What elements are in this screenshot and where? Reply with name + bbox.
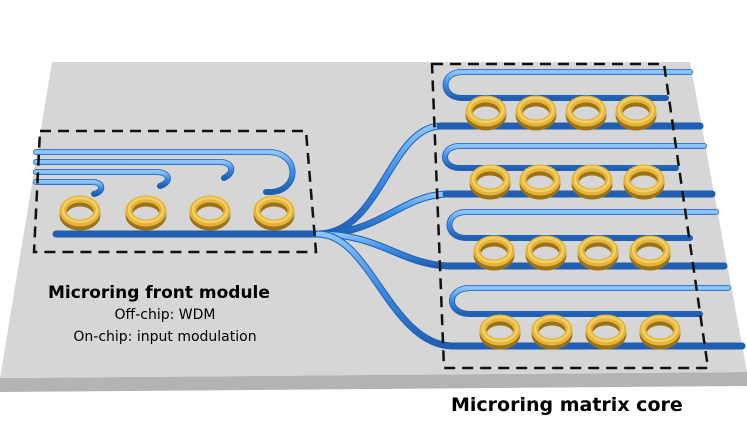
matrix-ring-r1-c2 [515,95,557,131]
matrix-ring-r1-c3 [565,95,607,131]
matrix-ring-r4-c1 [479,314,521,350]
matrix-ring-r2-c2 [519,164,561,200]
matrix-ring-r2-c3 [571,164,613,200]
matrix-ring-r1-c4 [615,95,657,131]
front-module-border [32,129,318,254]
matrix-ring-r4-c2 [531,314,573,350]
front-module-description-wdm: Off-chip: WDM [114,307,216,323]
matrix-core-title: Microring matrix core [451,394,683,416]
front-module-description-modulation: On-chip: input modulation [73,329,257,345]
front-module-waveguides [33,149,322,238]
matrix-ring-r1-c1 [465,95,507,131]
matrix-ring-r4-c3 [585,314,627,350]
matrix-ring-r4-c4 [639,314,681,350]
microrings [59,95,681,350]
matrix-ring-r3-c1 [473,235,515,271]
front-module-ring-2 [125,195,167,231]
front-module-ring-3 [189,195,231,231]
matrix-ring-r3-c4 [629,235,671,271]
matrix-ring-r2-c4 [623,164,665,200]
chip-side-face [0,372,747,392]
matrix-ring-r3-c3 [577,235,619,271]
matrix-core-border [430,62,710,370]
matrix-ring-r2-c1 [469,164,511,200]
splitter-waveguides [314,122,456,350]
matrix-ring-r3-c2 [525,235,567,271]
front-module-ring-4 [253,195,295,231]
front-module-ring-1 [59,195,101,231]
front-module-title: Microring front module [48,283,270,303]
